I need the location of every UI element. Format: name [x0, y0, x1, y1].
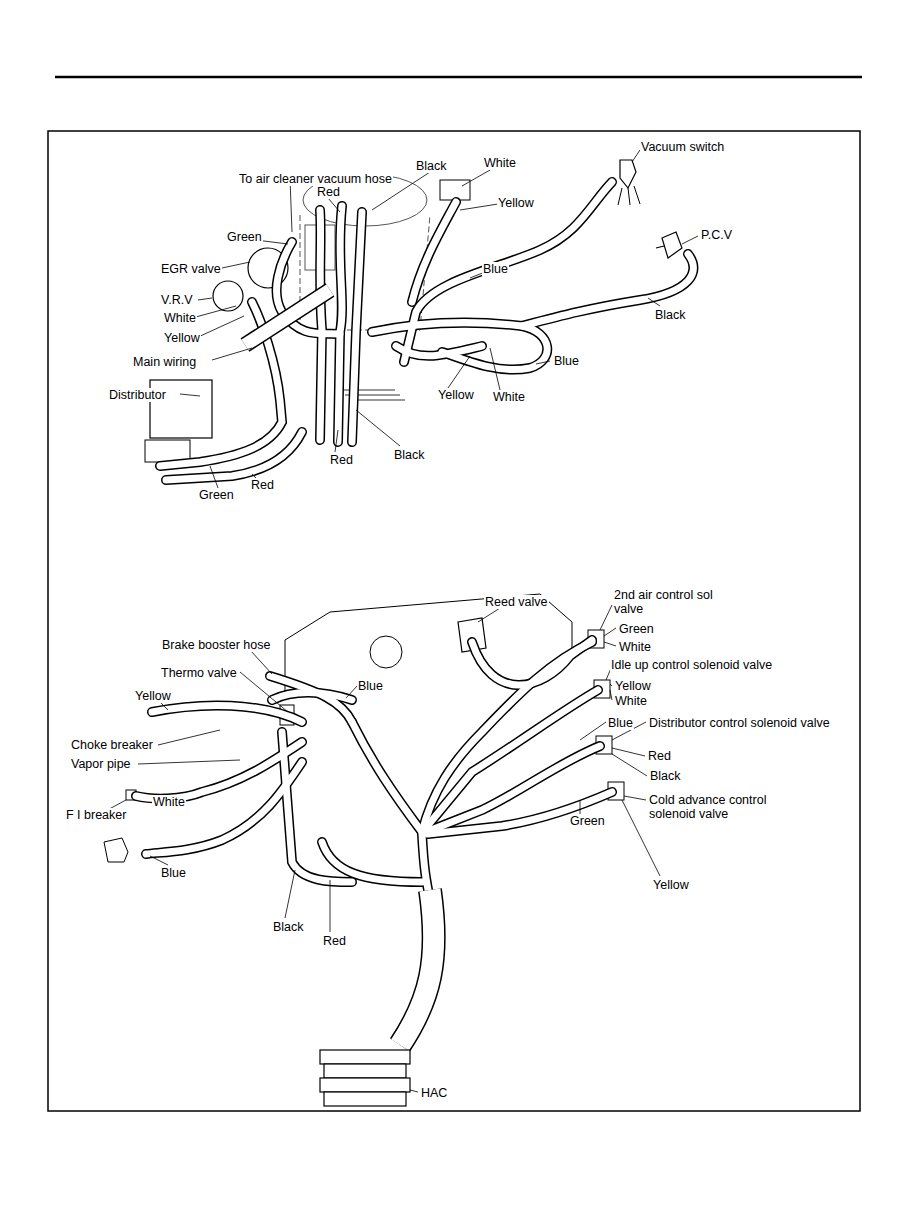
part-label: Choke breaker [70, 738, 154, 752]
part-label: Black [649, 769, 682, 783]
part-label: Black [272, 920, 305, 934]
part-label: White [618, 640, 652, 654]
part-label: Blue [607, 716, 634, 730]
part-label: White [163, 311, 197, 325]
part-label: Cold advance control solenoid valve [648, 793, 810, 821]
part-label: White [614, 694, 648, 708]
part-label: F I breaker [65, 808, 127, 822]
part-label: Yellow [614, 679, 652, 693]
part-label: Blue [482, 262, 509, 276]
part-label: Yellow [437, 388, 475, 402]
part-label: Green [198, 488, 235, 502]
part-label: Red [322, 934, 347, 948]
part-label: Distributor control solenoid valve [648, 716, 835, 730]
part-label: Yellow [163, 331, 201, 345]
part-label: Thermo valve [160, 666, 238, 680]
part-label: Red [250, 478, 275, 492]
part-label: 2nd air control sol valve [613, 588, 740, 616]
part-label: To air cleaner vacuum hose [238, 172, 393, 186]
part-label: Idle up control solenoid valve [610, 658, 773, 672]
part-label: Green [226, 230, 263, 244]
part-label: Black [393, 448, 426, 462]
part-label: Red [316, 185, 341, 199]
part-label: White [483, 156, 517, 170]
part-label: Vapor pipe [70, 757, 132, 771]
part-label: Green [569, 814, 606, 828]
part-label: Vacuum switch [640, 140, 725, 154]
part-label: Blue [160, 866, 187, 880]
part-label: V.R.V [160, 293, 194, 307]
part-label: Green [618, 622, 655, 636]
part-label: Yellow [497, 196, 535, 210]
part-label: Black [654, 308, 687, 322]
part-label: Yellow [134, 689, 172, 703]
part-label: White [152, 795, 186, 809]
part-label: Yellow [652, 878, 690, 892]
part-label: Blue [357, 679, 384, 693]
part-label: Reed valve [484, 595, 549, 609]
part-label: Main wiring [132, 355, 197, 369]
part-label: P.C.V [700, 228, 733, 242]
part-label: White [492, 390, 526, 404]
part-label: Red [329, 453, 354, 467]
part-label: Red [647, 749, 672, 763]
part-label: EGR valve [160, 262, 222, 276]
part-label: Black [415, 159, 448, 173]
part-label: Blue [553, 354, 580, 368]
part-label: Distributor [108, 388, 167, 402]
part-label: HAC [420, 1086, 448, 1100]
part-label: Brake booster hose [161, 638, 271, 652]
